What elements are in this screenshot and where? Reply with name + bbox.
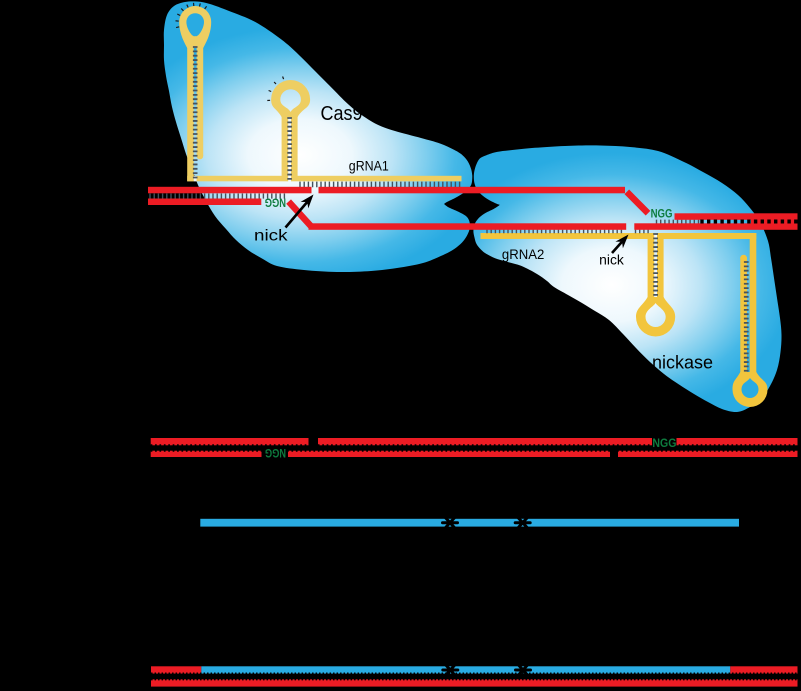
svg-text:NGG: NGG bbox=[652, 438, 676, 450]
svg-text:gRNA2: gRNA2 bbox=[502, 246, 545, 262]
svg-text:Cas9: Cas9 bbox=[321, 103, 363, 125]
svg-text:NGG: NGG bbox=[651, 209, 673, 221]
svg-text:gRNA1: gRNA1 bbox=[349, 158, 389, 174]
svg-text:nick: nick bbox=[599, 253, 624, 268]
svg-text:NGG: NGG bbox=[265, 195, 286, 207]
svg-text:nick: nick bbox=[254, 228, 289, 245]
svg-text:nickase: nickase bbox=[652, 352, 713, 373]
svg-text:NGG: NGG bbox=[265, 446, 286, 458]
